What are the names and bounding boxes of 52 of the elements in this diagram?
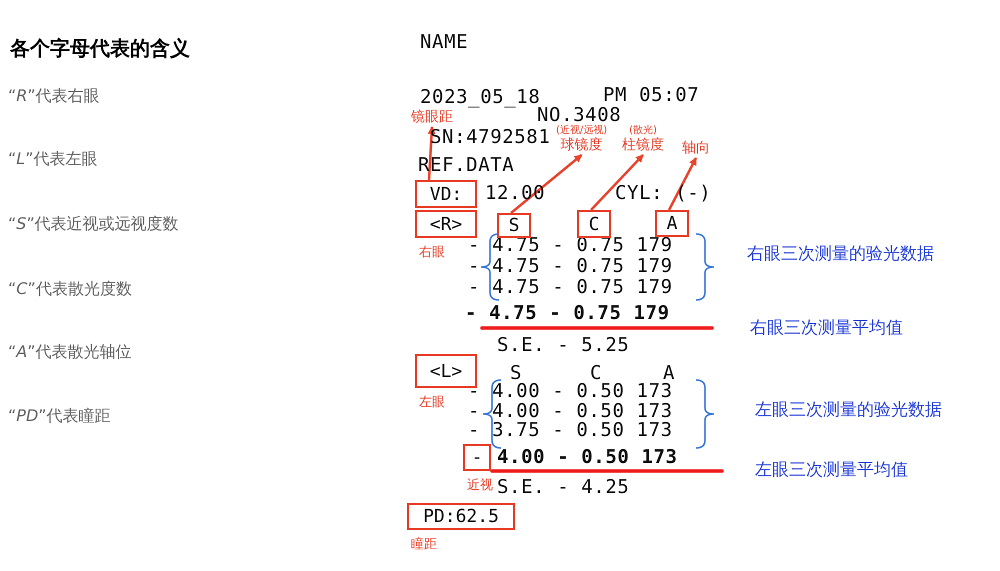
- printout-text: VD:: [430, 184, 462, 204]
- highlight-box: [577, 210, 611, 238]
- legend-entry: “C”代表散光度数: [8, 281, 132, 297]
- data-row: - 3.75 - 0.50 173: [468, 421, 673, 440]
- node-label: 瞳距: [411, 536, 437, 553]
- printout-text: PD:62.5: [423, 506, 499, 527]
- column-header: C: [590, 364, 602, 383]
- column-header: S: [510, 364, 522, 383]
- highlight-box: [655, 210, 689, 237]
- printout-text: PM 05:07: [603, 86, 700, 105]
- legend-entry: “PD”代表瞳距: [8, 408, 111, 424]
- node-label: 左眼: [419, 394, 445, 411]
- annotation-label: 柱镜度: [622, 138, 664, 152]
- data-row: - 4.00 - 0.50 173: [468, 382, 673, 401]
- column-header: A: [663, 364, 676, 383]
- data-row: - 4.75 - 0.75 179: [468, 278, 673, 297]
- average-row: 4.00 - 0.50 173: [497, 448, 678, 467]
- heading: 各个字母代表的含义: [10, 38, 190, 58]
- arrow: [668, 157, 698, 211]
- printout-text: C: [588, 214, 600, 234]
- annotation-label: 镜眼距: [411, 110, 453, 126]
- annotation-text: 右眼三次测量平均值: [750, 320, 903, 337]
- printout-text: 2023_05_18: [420, 88, 540, 107]
- data-row: - 4.00 - 0.50 173: [468, 402, 673, 421]
- annotation-label: 轴向: [682, 141, 710, 157]
- printout-text: -: [472, 447, 482, 468]
- legend-entry: “R”代表右眼: [8, 88, 100, 104]
- printout-text: <R>: [430, 214, 462, 234]
- annotation-text: 左眼三次测量平均值: [755, 462, 908, 479]
- printout-text: A: [666, 213, 678, 234]
- annotation-note: (散光): [628, 126, 658, 136]
- printout-text: S.E. - 5.25: [497, 336, 630, 355]
- printout-text: S.E. - 4.25: [497, 478, 630, 497]
- node-label: 近视: [467, 477, 493, 494]
- annotation-label: 球镜度: [560, 138, 604, 152]
- node-label: 右眼: [419, 244, 445, 261]
- printout-text: <L>: [430, 360, 462, 382]
- average-row: - 4.75 - 0.75 179: [465, 304, 670, 323]
- printout-text: S: [508, 215, 520, 236]
- annotation-text: 左眼三次测量的验光数据: [755, 402, 942, 419]
- annotation-note: (近视/远视): [556, 126, 608, 136]
- printout-text: NAME: [420, 33, 468, 52]
- data-row: - 4.75 - 0.75 179: [468, 257, 673, 276]
- printout-text: CYL: (-): [615, 184, 712, 203]
- highlight-box: [415, 180, 477, 208]
- legend-entry: “S”代表近视或远视度数: [8, 216, 179, 232]
- legend-entry: “A”代表散光轴位: [8, 344, 132, 360]
- printout-text: NO.3408: [537, 106, 622, 125]
- annotation-text: 右眼三次测量的验光数据: [747, 246, 934, 263]
- legend-entry: “L”代表左眼: [8, 151, 98, 167]
- arrow: [590, 154, 644, 211]
- highlight-box: [497, 213, 531, 238]
